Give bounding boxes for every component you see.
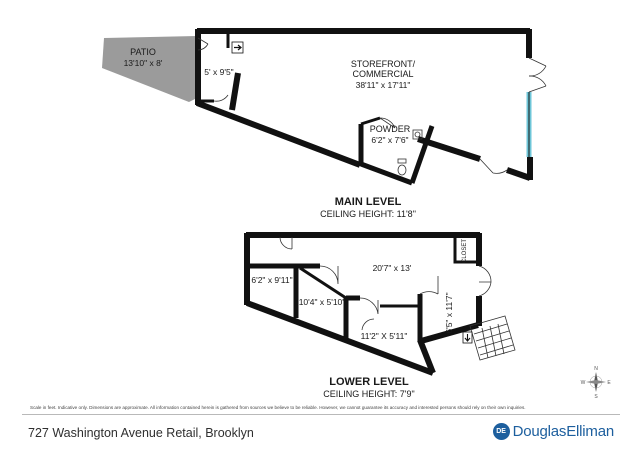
room-e-dims: 6'5" x 11'7" xyxy=(444,292,454,333)
powder-wall-right xyxy=(409,125,435,184)
powder-wall-bottom xyxy=(360,161,413,186)
room-d-dims: 11'2" X 5'11" xyxy=(361,331,408,341)
brand-mark-icon: DE xyxy=(492,423,510,440)
powder-door xyxy=(379,117,396,129)
rear-door xyxy=(479,158,508,174)
compass-rose-icon: N S E W xyxy=(581,366,612,400)
room-c-dims: 20'7" x 13' xyxy=(373,263,412,273)
lower-level-title: LOWER LEVEL xyxy=(329,376,409,388)
main-level-plan: PATIO 13'10" x 8' 5' x 9'5" STOREFRONT/ … xyxy=(102,28,547,219)
storefront-dims: 38'11" x 17'11" xyxy=(356,80,411,90)
stairs-icon xyxy=(469,315,516,361)
lower-doors xyxy=(279,236,492,331)
compass-s: S xyxy=(594,394,598,400)
compass-n: N xyxy=(594,366,598,372)
lower-bottom-wall xyxy=(420,322,479,344)
listing-title: 727 Washington Avenue Retail, Brooklyn xyxy=(28,426,254,440)
toilet-icon xyxy=(397,158,407,176)
patio-area xyxy=(102,36,197,102)
disclaimer-text: Scale in feet. Indicative only. Dimensio… xyxy=(30,405,526,410)
storefront-name-line2: COMMERCIAL xyxy=(352,69,413,79)
sink-icon xyxy=(412,129,423,140)
vestibule-door xyxy=(197,37,209,51)
main-diagonal-wall xyxy=(195,100,362,168)
room-a-dims: 6'2" x 9'11" xyxy=(251,275,292,285)
powder-dims: 6'2" x 7'6" xyxy=(371,135,408,145)
vestibule-inner-door xyxy=(213,94,229,102)
footer-divider xyxy=(22,414,620,415)
lower-level-plan: 6'2" x 9'11" 10'4" x 5'10" 20'7" x 13' 1… xyxy=(244,232,516,399)
powder-name: POWDER xyxy=(370,124,411,134)
main-level-title: MAIN LEVEL xyxy=(335,196,402,208)
lower-right-bottom-wall xyxy=(417,338,436,375)
vestibule-wall xyxy=(229,72,241,111)
partition-b-upper xyxy=(299,266,347,300)
compass-e: E xyxy=(607,380,611,386)
powder-wall-top xyxy=(360,116,381,126)
patio-name: PATIO xyxy=(130,47,156,57)
compass-w: W xyxy=(581,380,586,386)
closet-wall xyxy=(453,237,476,264)
lower-level-ceiling: CEILING HEIGHT: 7'9" xyxy=(323,389,414,399)
closet-label: CLOSET xyxy=(462,239,468,263)
room-b-dims: 10'4" x 5'10" xyxy=(299,297,346,307)
lower-diagonal-wall xyxy=(245,300,435,376)
storefront-name-line1: STOREFRONT/ xyxy=(351,59,416,69)
patio-dims: 13'10" x 8' xyxy=(124,58,163,68)
vestibule-dims: 5' x 9'5" xyxy=(204,67,233,77)
brand-name: DouglasElliman xyxy=(512,423,615,440)
stairs-arrow-icon xyxy=(462,331,473,344)
main-bottom-right-wall xyxy=(506,167,531,181)
storefront-door xyxy=(528,57,547,93)
brand-logo: DE DouglasElliman xyxy=(492,423,615,440)
entry-arrow-icon xyxy=(231,41,244,54)
main-level-ceiling: CEILING HEIGHT: 11'8" xyxy=(320,209,416,219)
